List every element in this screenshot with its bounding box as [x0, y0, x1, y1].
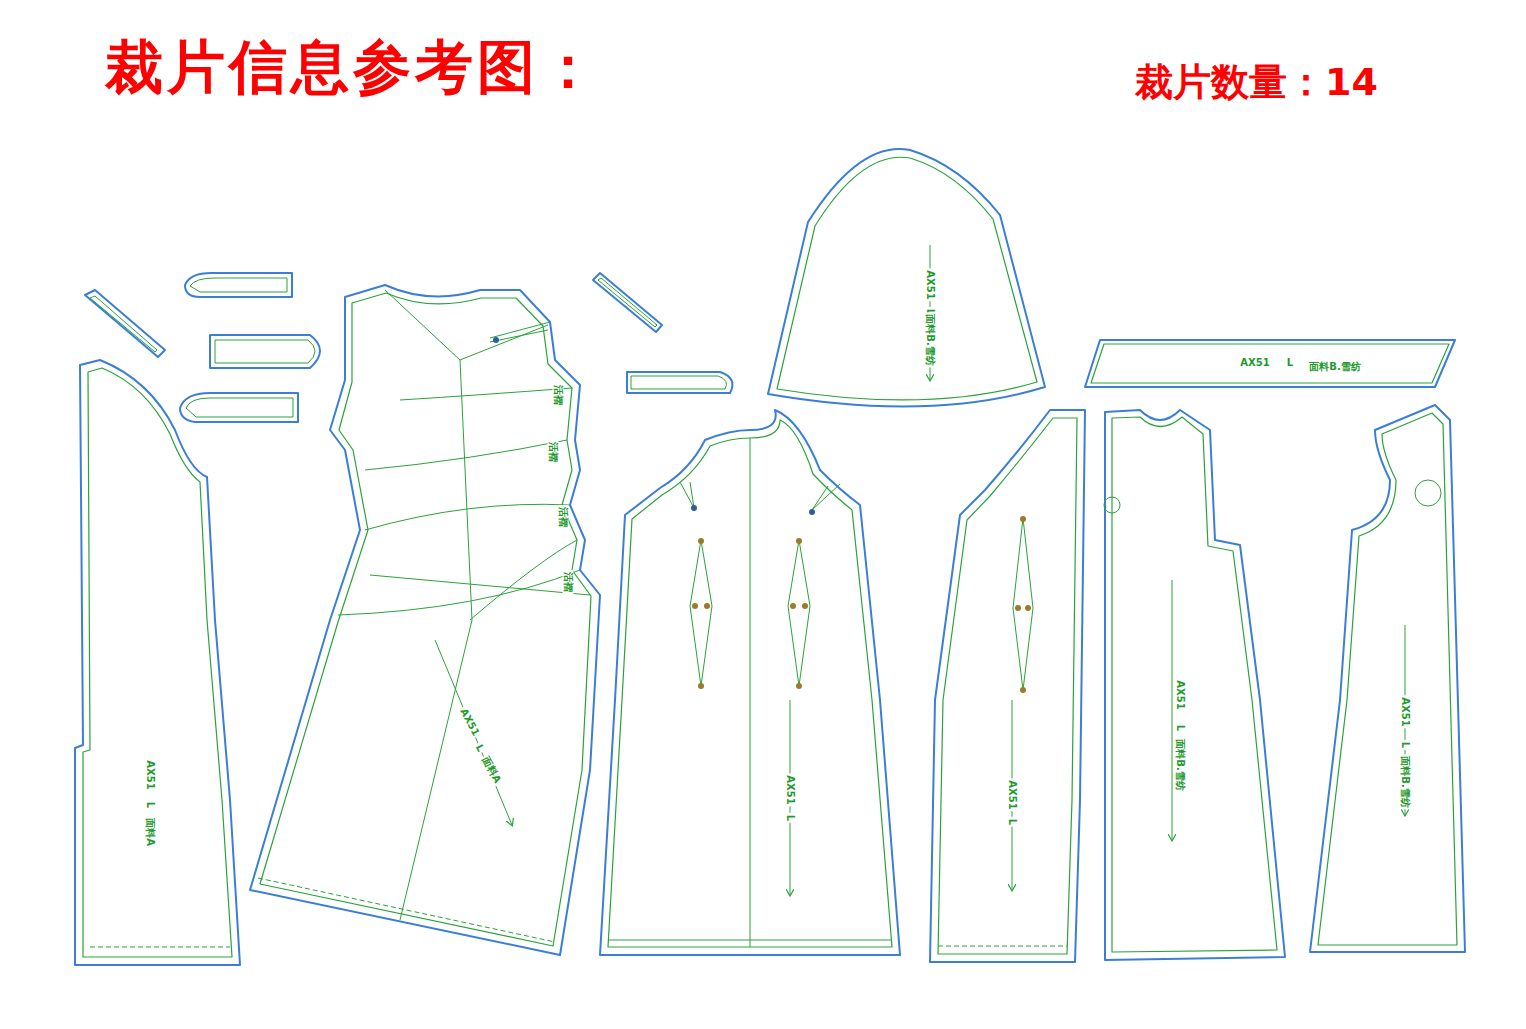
piece-label: AX51: [1175, 678, 1186, 711]
piece-label: L: [1400, 740, 1411, 750]
piece-label: 面料B.雪纺: [1307, 361, 1362, 372]
piece-count: 裁片数量：14: [1135, 62, 1378, 104]
piece-label: L: [473, 741, 488, 755]
page-title: 裁片信息参考图：: [105, 36, 601, 100]
piece-label: AX51: [1007, 778, 1018, 811]
piece-label: L: [1175, 723, 1186, 733]
piece-label: AX51: [1400, 695, 1411, 728]
piece-label: 活褶: [558, 505, 569, 529]
piece-label: AX51: [925, 268, 936, 301]
piece-label: L: [1285, 357, 1295, 368]
piece-label: L: [785, 813, 796, 823]
piece-label: AX51: [785, 773, 796, 806]
piece-label: AX51: [145, 758, 156, 791]
piece-label: 活褶: [548, 440, 559, 464]
piece-label: L: [145, 800, 156, 810]
piece-label: AX51: [457, 705, 482, 740]
piece-label: 活褶: [563, 570, 574, 594]
piece-label: 面料B.雪纺: [1175, 737, 1186, 792]
piece-label: 面料A: [480, 753, 505, 786]
piece-label: 面料B.雪纺: [925, 312, 936, 367]
piece-label: AX51: [1238, 357, 1271, 368]
piece-label: L: [1007, 817, 1018, 827]
piece-label: 面料A: [145, 816, 156, 848]
piece-label: 活褶: [553, 383, 564, 407]
piece-label: 面料B.雪纺: [1400, 754, 1411, 809]
